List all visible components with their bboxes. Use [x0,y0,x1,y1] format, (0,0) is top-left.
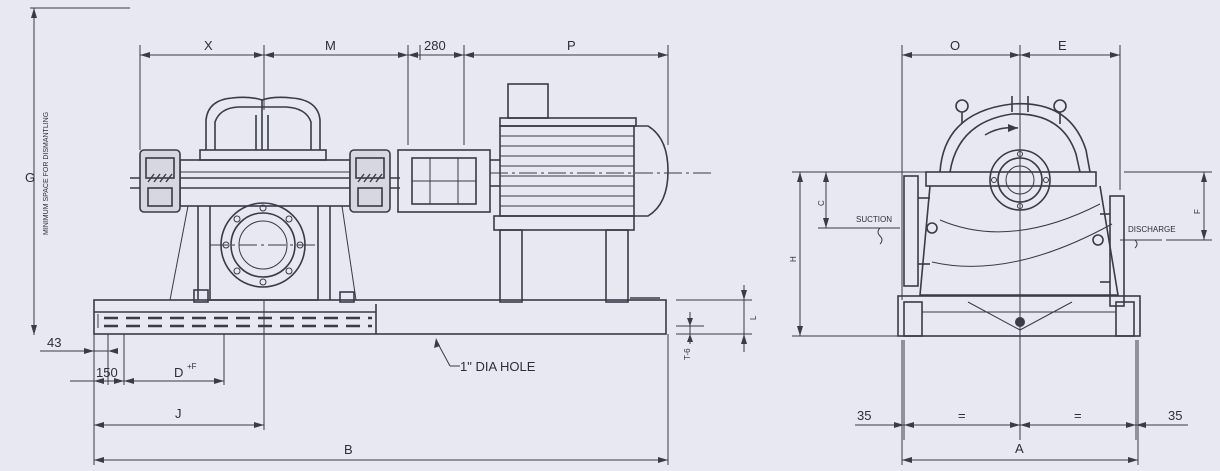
motor [490,83,712,303]
dim-label-d-sup: +F [187,362,197,371]
dim-label-35-right: 35 [1168,408,1182,423]
coupling [397,149,491,213]
end-bottom-dimensions: 35 = = 35 A [855,340,1188,465]
dim-label-b: B [344,442,353,457]
end-top-dimensions: O E [901,38,1121,440]
hole-label: 1" DIA HOLE [460,359,536,374]
dim-label-x: X [204,38,213,53]
dim-label-t: T-6 [683,348,692,360]
dim-label-l: L [749,315,758,320]
bearing-housing-left [139,149,181,213]
end-view-baseplate [897,295,1141,337]
dim-label-p: P [567,38,576,53]
end-discharge-flange: DISCHARGE [1092,195,1176,307]
dim-label-280: 280 [424,38,446,53]
end-suction-flange: SUCTION [856,175,938,287]
dim-label-o: O [950,38,960,53]
top-dimension-chain: X M 280 P [139,38,669,150]
dim-label-half-right: = [1074,408,1082,423]
dim-label-j: J [175,406,182,421]
dim-label-d: D [174,365,183,380]
dim-label-43: 43 [47,335,61,350]
suction-label: SUCTION [856,215,892,224]
dim-label-c: C [817,200,826,206]
end-view-casing [919,96,1119,296]
discharge-label: DISCHARGE [1128,225,1176,234]
bottom-dimensions: 43 150 D +F J B [40,300,669,465]
dim-label-g: G [25,170,35,185]
suction-flange [210,202,318,288]
dismantling-space-dimension: G MINIMUM SPACE FOR DISMANTLING [25,7,130,335]
dim-label-half-left: = [958,408,966,423]
dim-label-m: M [325,38,336,53]
dim-label-f: F [1193,209,1202,214]
dim-label-h: H [789,256,798,262]
end-side-dimensions: C H F [789,171,1212,337]
height-dimensions: L T-6 [676,285,758,360]
dim-label-e: E [1058,38,1067,53]
dim-label-150: 150 [96,365,118,380]
dismantling-note: MINIMUM SPACE FOR DISMANTLING [43,112,50,235]
hole-callout: 1" DIA HOLE [434,338,536,374]
baseplate [93,289,667,335]
dim-label-35-left: 35 [857,408,871,423]
dim-label-a: A [1015,441,1024,456]
bearing-housing-right [349,149,391,213]
